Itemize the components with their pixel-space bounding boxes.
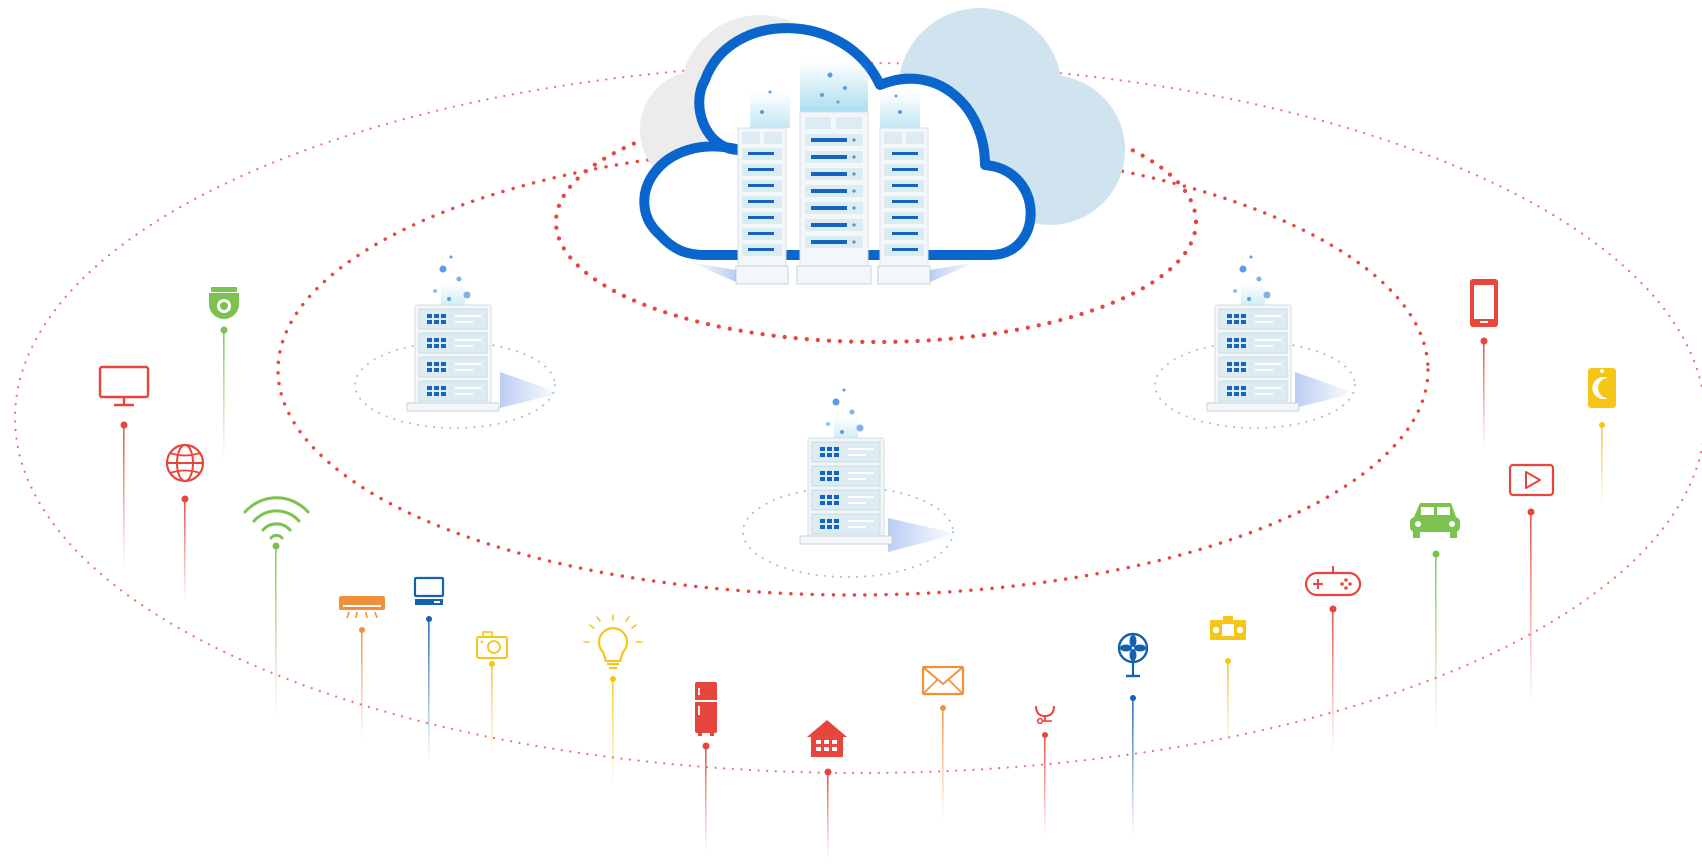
security-camera-icon: [209, 287, 239, 463]
air-conditioner-icon: [339, 596, 385, 743]
fridge-icon: [695, 682, 717, 854]
car-icon: [1410, 503, 1460, 732]
cloud-data-center-icon: [639, 8, 1125, 285]
cloud-server-rack-center: [799, 111, 869, 271]
edge-server-left: [354, 255, 560, 429]
cloud-server-rack-left: [737, 127, 787, 269]
house-icon: [807, 720, 847, 860]
computer-icon: [413, 576, 445, 762]
globe-icon: [165, 443, 205, 602]
middle-edge-ring: [276, 143, 1430, 597]
sleep-moon-icon: [1588, 368, 1616, 508]
smartphone-icon: [1470, 279, 1498, 449]
video-play-icon: [1508, 463, 1555, 705]
cloud-server-rack-right: [879, 127, 929, 269]
camera-icon: [476, 631, 508, 757]
mail-icon: [921, 665, 965, 821]
fan-icon: [1117, 632, 1149, 836]
edge-server-center: [742, 388, 958, 578]
light-bulb-icon: [583, 614, 643, 787]
wifi-icon: [243, 496, 310, 719]
monitor-icon: [98, 365, 150, 568]
inner-cloud-ring: [553, 99, 1199, 345]
gamepad-icon: [1304, 566, 1362, 752]
stereo-icon: [1210, 616, 1246, 749]
stethoscope-icon: [1035, 705, 1055, 838]
edge-server-right: [1154, 255, 1356, 429]
